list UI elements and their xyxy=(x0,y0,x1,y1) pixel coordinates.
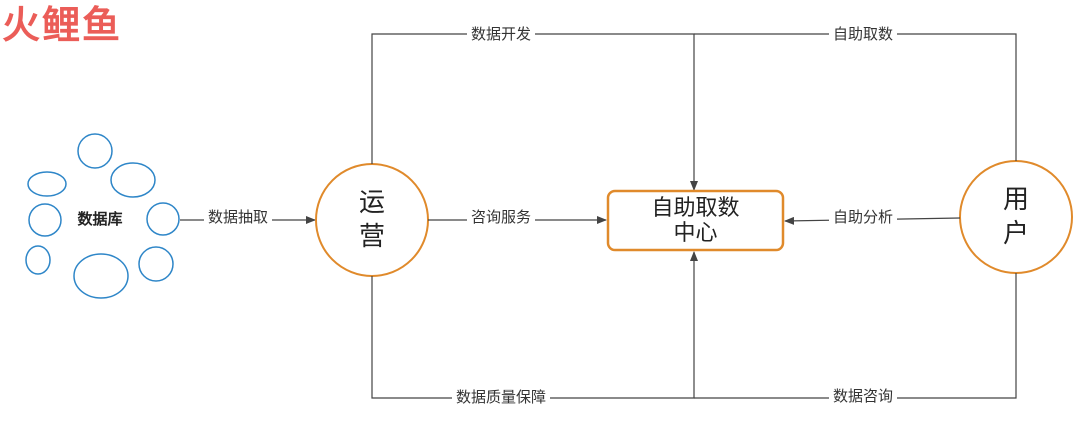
db-bubble xyxy=(77,133,113,169)
edge-label-quality: 数据质量保障 xyxy=(452,387,551,407)
user-label-line: 用 xyxy=(1002,185,1029,215)
edge-label-self-fetch: 自助取数 xyxy=(829,24,898,44)
edge-data-consult-line xyxy=(694,273,1017,399)
edge-label-consult-service: 咨询服务 xyxy=(467,207,536,227)
user-label-line: 户 xyxy=(1002,219,1029,249)
watermark-logo: 火鲤鱼 xyxy=(2,3,122,46)
db-bubble xyxy=(138,246,174,282)
center-label-line: 自助取数 xyxy=(651,196,740,221)
operations-label-line: 营 xyxy=(358,222,385,252)
db-bubble xyxy=(110,162,156,198)
edge-label-self-analysis: 自助分析 xyxy=(829,207,898,227)
db-bubble xyxy=(25,245,51,275)
user-label: 用 户 xyxy=(984,183,1048,251)
edge-dev-line xyxy=(371,33,698,191)
operations-label-line: 运 xyxy=(358,188,385,218)
db-bubble xyxy=(146,202,180,236)
watermark-text: 火鲤鱼 xyxy=(2,3,122,46)
operations-label: 运 营 xyxy=(340,186,404,254)
center-label-line: 中心 xyxy=(673,221,718,246)
database-label: 数据库 xyxy=(77,210,123,228)
center-label: 自助取数 中心 xyxy=(610,196,781,246)
edge-label-dev: 数据开发 xyxy=(467,24,536,44)
edge-self-fetch-line xyxy=(694,33,1017,161)
db-bubble xyxy=(28,203,62,237)
center-box xyxy=(606,189,785,252)
db-bubble xyxy=(27,171,67,197)
edge-label-extract: 数据抽取 xyxy=(204,207,273,227)
database-cluster xyxy=(25,133,180,299)
edge-label-data-consult: 数据咨询 xyxy=(829,386,898,406)
db-bubble xyxy=(73,253,129,299)
edge-quality-line xyxy=(371,251,698,399)
